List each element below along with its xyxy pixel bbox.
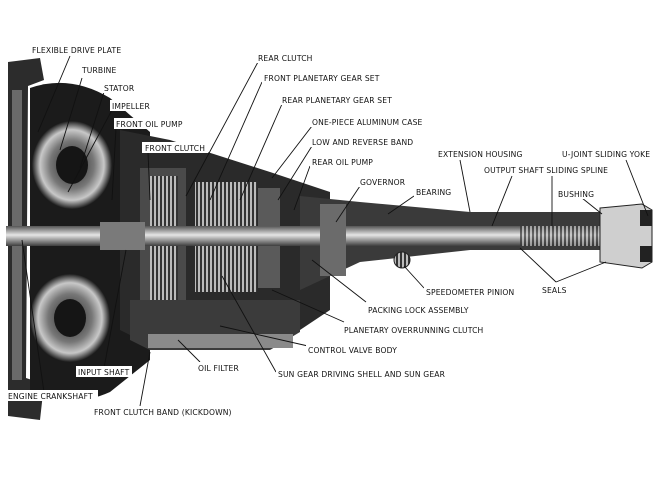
- label-extension-housing: EXTENSION HOUSING: [438, 150, 523, 159]
- label-packing-lock-assembly: PACKING LOCK ASSEMBLY: [368, 306, 469, 315]
- label-low-and-reverse-band: LOW AND REVERSE BAND: [312, 138, 413, 147]
- leader-sun-gear-shell: [221, 275, 277, 373]
- label-flexible-drive-plate: FLEXIBLE DRIVE PLATE: [32, 46, 121, 55]
- label-rear-planetary-gear-set: REAR PLANETARY GEAR SET: [282, 96, 392, 105]
- label-sun-gear-driving-shell: SUN GEAR DRIVING SHELL AND SUN GEAR: [278, 370, 446, 379]
- leader-input-shaft: [103, 249, 127, 369]
- leader-rear-clutch: [185, 61, 259, 197]
- label-front-planetary-gear-set: FRONT PLANETARY GEAR SET: [264, 74, 380, 83]
- leader-packing-lock: [311, 259, 367, 303]
- leader-impeller: [67, 109, 113, 193]
- label-impeller: IMPELLER: [112, 102, 150, 111]
- leader-flexible-drive-plate: [37, 55, 71, 133]
- leader-rear-oil-pump: [293, 165, 311, 211]
- leader-sliding-spline-a: [491, 175, 513, 227]
- upper-torus-core: [56, 146, 88, 184]
- leader-oil-filter: [177, 339, 201, 363]
- leader-stator: [79, 91, 105, 169]
- leader-u-joint-yoke: [625, 159, 649, 217]
- label-stator: STATOR: [104, 84, 135, 93]
- label-one-piece-aluminum-case: ONE-PIECE ALUMINUM CASE: [312, 118, 423, 127]
- leader-lines: [21, 55, 649, 407]
- label-front-clutch-band: FRONT CLUTCH BAND (KICKDOWN): [94, 408, 232, 417]
- leader-front-clutch-band: [139, 351, 151, 407]
- label-front-clutch: FRONT CLUTCH: [145, 144, 205, 153]
- leader-seals-a: [519, 247, 557, 283]
- label-planetary-overrunning-clutch: PLANETARY OVERRUNNING CLUTCH: [344, 326, 483, 335]
- label-input-shaft: INPUT SHAFT: [78, 368, 130, 377]
- leader-planetary-overrunning: [271, 289, 345, 323]
- label-engine-crankshaft: ENGINE CRANKSHAFT: [8, 392, 93, 401]
- yoke-ear-bottom: [640, 246, 652, 262]
- label-turbine: TURBINE: [81, 66, 117, 75]
- output-spline: [520, 226, 600, 246]
- leader-bushing: [581, 197, 603, 215]
- label-speedometer-pinion: SPEEDOMETER PINION: [426, 288, 514, 297]
- leader-turbine: [59, 77, 83, 151]
- leader-extension-housing: [459, 159, 471, 213]
- leader-rear-planetary: [239, 103, 283, 201]
- leader-bearing: [387, 195, 415, 215]
- leader-governor: [335, 185, 361, 223]
- label-bearing: BEARING: [416, 188, 451, 197]
- input-hub: [100, 222, 145, 250]
- label-control-valve-body: CONTROL VALVE BODY: [308, 346, 397, 355]
- leader-speedometer-pinion: [403, 265, 425, 289]
- oil-pan: [148, 334, 293, 348]
- label-output-shaft-sliding-spline: OUTPUT SHAFT SLIDING SPLINE: [484, 166, 608, 175]
- leader-low-reverse-band: [277, 145, 313, 201]
- leader-engine-crankshaft: [21, 239, 45, 393]
- label-rear-clutch: REAR CLUTCH: [258, 54, 313, 63]
- leader-seals-b: [555, 261, 607, 283]
- leader-front-planetary: [209, 81, 263, 201]
- label-u-joint-sliding-yoke: U-JOINT SLIDING YOKE: [562, 150, 650, 159]
- lower-torus-core: [54, 299, 86, 337]
- leader-one-piece-case: [271, 125, 313, 179]
- governor-body: [320, 204, 346, 276]
- label-bushing: BUSHING: [558, 190, 594, 199]
- label-rear-oil-pump: REAR OIL PUMP: [312, 158, 373, 167]
- yoke-ear-top: [640, 210, 652, 226]
- leader-front-clutch: [147, 151, 151, 201]
- label-oil-filter: OIL FILTER: [198, 364, 239, 373]
- leader-control-valve-body: [219, 325, 309, 347]
- label-front-oil-pump: FRONT OIL PUMP: [116, 120, 183, 129]
- leader-front-oil-pump: [111, 127, 117, 201]
- part-labels: FLEXIBLE DRIVE PLATE TURBINE STATOR IMPE…: [6, 44, 656, 417]
- label-governor: GOVERNOR: [360, 178, 406, 187]
- speedometer-pinion-gear: [393, 251, 411, 269]
- output-shaft: [6, 226, 620, 246]
- label-seals: SEALS: [542, 286, 567, 295]
- transmission-artwork: [6, 58, 653, 420]
